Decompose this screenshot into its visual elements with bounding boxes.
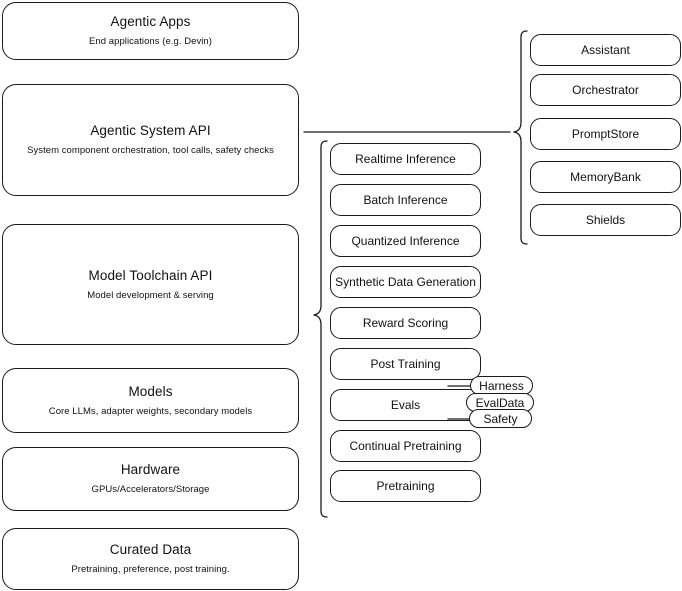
- toolchain-item-quantized-inference[interactable]: Quantized Inference: [330, 225, 481, 257]
- layer-subtitle: Pretraining, preference, post training.: [71, 564, 230, 575]
- layer-title: Agentic Apps: [110, 14, 191, 30]
- toolchain-item-pretraining[interactable]: Pretraining: [330, 470, 481, 502]
- toolchain-item-continual-pretraining[interactable]: Continual Pretraining: [330, 430, 481, 462]
- layer-model-toolchain-api[interactable]: Model Toolchain API Model development & …: [2, 224, 299, 345]
- toolchain-item-synthetic-data-generation[interactable]: Synthetic Data Generation: [330, 266, 481, 298]
- chip-label: Shields: [585, 212, 626, 227]
- chip-label: Realtime Inference: [355, 151, 456, 166]
- evals-badge-harness[interactable]: Harness: [470, 376, 533, 395]
- chip-label: Reward Scoring: [362, 315, 449, 330]
- layer-title: Model Toolchain API: [88, 267, 213, 283]
- layer-models[interactable]: Models Core LLMs, adapter weights, secon…: [2, 368, 299, 433]
- layer-title: Agentic System API: [90, 123, 211, 139]
- layer-title: Curated Data: [109, 542, 192, 558]
- chip-label: Batch Inference: [363, 192, 448, 207]
- layer-agentic-system-api[interactable]: Agentic System API System component orch…: [2, 84, 299, 196]
- layer-subtitle: Model development & serving: [87, 289, 214, 301]
- chip-label: PromptStore: [571, 126, 640, 141]
- layer-title: Hardware: [120, 462, 181, 478]
- toolchain-item-batch-inference[interactable]: Batch Inference: [330, 184, 481, 216]
- evals-badge-safety[interactable]: Safety: [469, 409, 532, 428]
- agentic-system-item-assistant[interactable]: Assistant: [530, 34, 681, 66]
- chip-label: Assistant: [581, 42, 630, 57]
- layer-subtitle: End applications (e.g. Devin): [89, 36, 212, 47]
- layer-subtitle: GPUs/Accelerators/Storage: [91, 484, 210, 495]
- agentic-system-item-orchestrator[interactable]: Orchestrator: [530, 74, 681, 106]
- chip-label: Evals: [390, 397, 421, 412]
- chip-label: MemoryBank: [570, 169, 641, 184]
- badge-label: Harness: [479, 378, 524, 393]
- evals-badge-evaldata[interactable]: EvalData: [466, 393, 534, 412]
- badge-label: Safety: [483, 411, 518, 426]
- model-toolchain-brace: [313, 140, 328, 518]
- layer-hardware[interactable]: Hardware GPUs/Accelerators/Storage: [2, 447, 299, 511]
- toolchain-item-post-training[interactable]: Post Training: [330, 348, 481, 380]
- chip-label: Quantized Inference: [351, 233, 460, 248]
- toolchain-item-realtime-inference[interactable]: Realtime Inference: [330, 143, 481, 175]
- chip-label: Pretraining: [376, 478, 435, 493]
- badge-label: EvalData: [475, 395, 525, 410]
- layer-subtitle: Core LLMs, adapter weights, secondary mo…: [48, 405, 253, 417]
- chip-label: Synthetic Data Generation: [335, 274, 476, 289]
- agentic-system-item-promptstore[interactable]: PromptStore: [530, 118, 681, 150]
- toolchain-item-reward-scoring[interactable]: Reward Scoring: [330, 307, 481, 339]
- layer-subtitle: System component orchestration, tool cal…: [27, 145, 274, 156]
- toolchain-item-evals[interactable]: Evals: [330, 389, 481, 421]
- layer-agentic-apps[interactable]: Agentic Apps End applications (e.g. Devi…: [2, 2, 299, 60]
- agentic-system-item-shields[interactable]: Shields: [530, 204, 681, 236]
- layer-curated-data[interactable]: Curated Data Pretraining, preference, po…: [2, 528, 299, 590]
- agentic-system-brace: [513, 30, 528, 245]
- chip-label: Post Training: [370, 356, 441, 371]
- chip-label: Continual Pretraining: [349, 438, 462, 453]
- chip-label: Orchestrator: [572, 82, 639, 97]
- agentic-system-item-memorybank[interactable]: MemoryBank: [530, 161, 681, 193]
- layer-title: Models: [128, 383, 173, 399]
